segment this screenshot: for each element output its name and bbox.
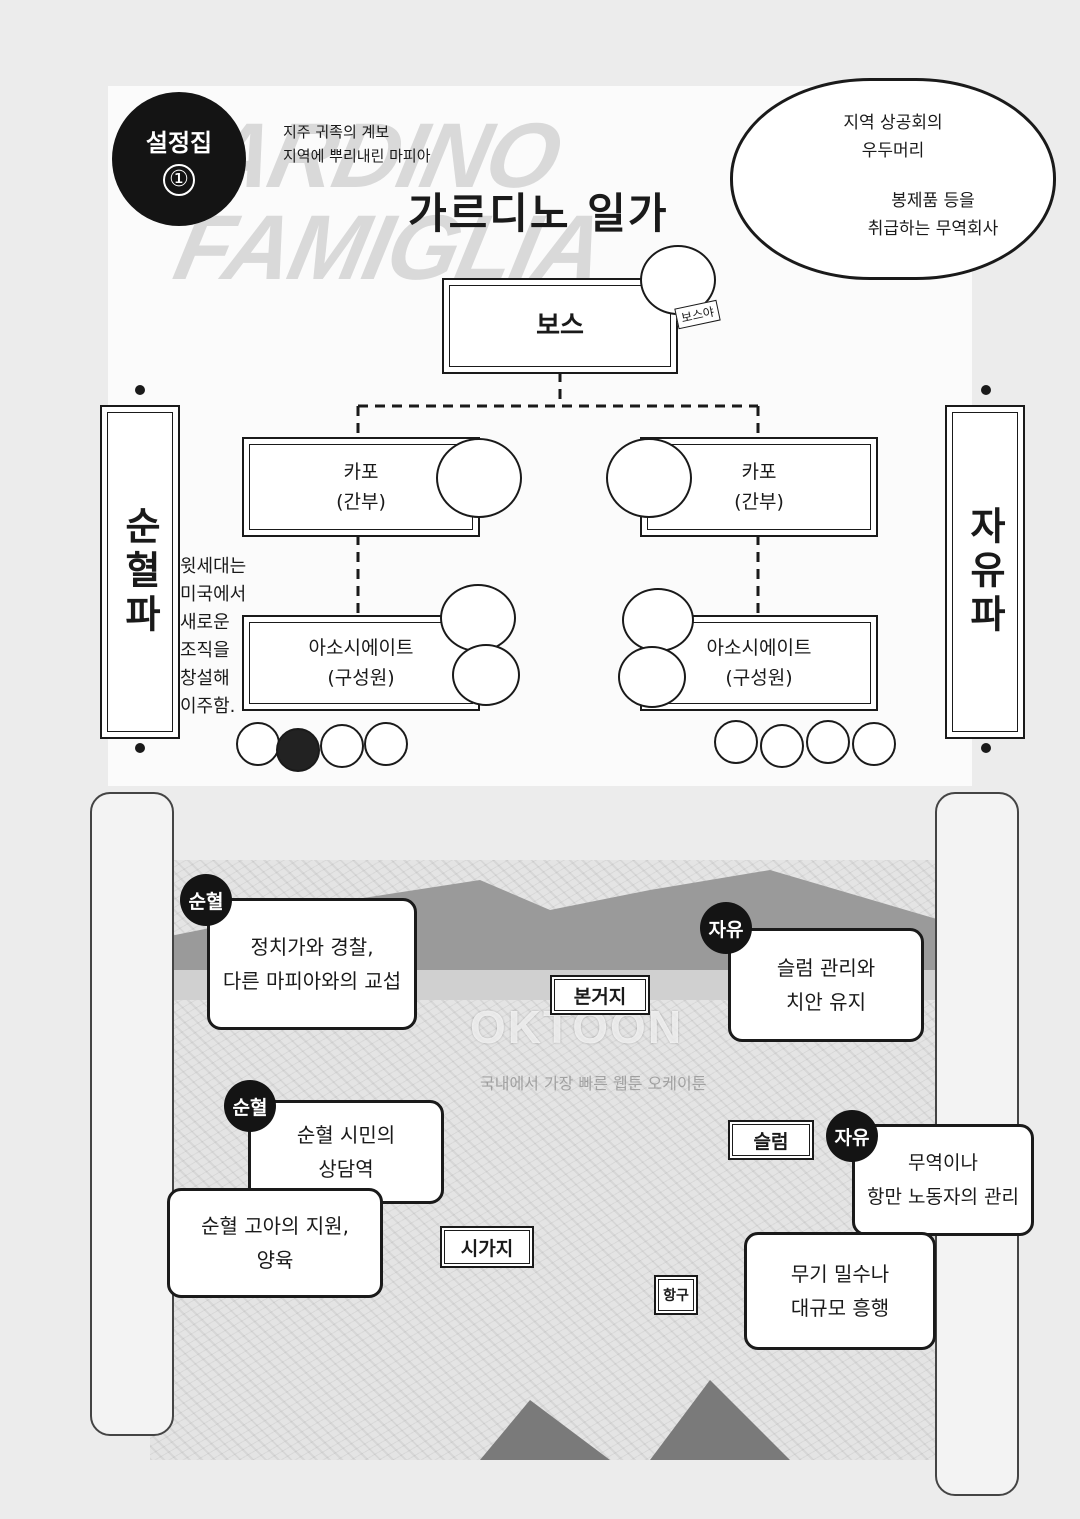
note-line: 창설해 <box>180 668 230 689</box>
place-port: 항구 <box>654 1275 698 1315</box>
boss-label: 보스 <box>536 311 584 341</box>
associate-left-title: 아소시에이트 <box>308 637 414 659</box>
bubble-slum-management: 슬럼 관리와 치안 유지 <box>728 928 924 1042</box>
capo-right-title: 카포 <box>741 461 777 483</box>
member-face-icon <box>760 724 804 768</box>
bubble-line: 항만 노동자의 관리 <box>867 1186 1019 1208</box>
member-face-icon <box>852 722 896 766</box>
boss-box: 보스 <box>442 278 678 374</box>
member-face-icon <box>806 720 850 764</box>
cloud-line2: 우두머리 <box>861 141 925 161</box>
note-line: 이주함. <box>180 696 236 717</box>
capo-left-face-icon <box>436 438 522 518</box>
associate-right-face-icon-1 <box>622 588 694 652</box>
place-slum: 슬럼 <box>728 1120 814 1160</box>
note-line: 새로운 <box>180 612 230 633</box>
note-line: 조직을 <box>180 640 230 661</box>
bubble-line: 순혈 시민의 <box>296 1123 396 1147</box>
capo-right-face-icon <box>606 438 692 518</box>
bubble-line: 슬럼 관리와 <box>776 956 876 980</box>
member-face-icon <box>364 722 408 766</box>
associate-left-face-icon-1 <box>440 584 516 652</box>
associate-left-box: 아소시에이트 (구성원) <box>242 615 480 711</box>
bubble-citizen-advisor: 순혈 시민의 상담역 <box>248 1100 444 1204</box>
tag-pureblood: 순혈 <box>180 874 232 926</box>
badge-number: ① <box>163 163 195 196</box>
scroll-left-rod <box>90 792 174 1436</box>
settings-badge: 설정집 ① <box>112 92 246 226</box>
bubble-arms-smuggling: 무기 밀수나 대규모 흥행 <box>744 1232 936 1350</box>
note-line: 윗세대는 <box>180 556 247 577</box>
note-line: 미국에서 <box>180 584 247 605</box>
cloud-line3: 봉제품 등을 <box>891 191 975 211</box>
badge-label: 설정집 <box>145 128 213 157</box>
faction-left-banner: 순혈파 <box>100 405 180 739</box>
associate-right-title: 아소시에이트 <box>706 637 812 659</box>
tag-liberal: 자유 <box>826 1110 878 1162</box>
capo-left-title: 카포 <box>343 461 379 483</box>
watermark-subtitle: 국내에서 가장 빠른 웹툰 오케이툰 <box>480 1074 707 1093</box>
associate-right-subtitle: (구성원) <box>725 667 793 689</box>
associate-left-subtitle: (구성원) <box>327 667 395 689</box>
bubble-line: 대규모 흥행 <box>790 1296 890 1320</box>
bubble-trade-management: 무역이나 항만 노동자의 관리 <box>852 1124 1034 1236</box>
place-downtown: 시가지 <box>440 1226 534 1268</box>
subtitle-line1: 지주 귀족의 계보 <box>283 123 390 141</box>
faction-right-label: 자유파 <box>962 506 1007 638</box>
org-chart-connectors <box>135 372 991 753</box>
member-face-icon <box>714 720 758 764</box>
capo-left-subtitle: (간부) <box>336 491 386 513</box>
member-face-icon <box>236 722 280 766</box>
associate-right-face-icon-2 <box>618 646 686 708</box>
bubble-line: 무역이나 <box>908 1152 978 1174</box>
place-hq: 본거지 <box>550 975 650 1015</box>
bubble-line: 치안 유지 <box>786 990 866 1014</box>
member-face-icon <box>320 724 364 768</box>
bubble-line: 다른 마피아와의 교섭 <box>222 969 402 993</box>
speech-cloud: 지역 상공회의 우두머리 봉제품 등을 취급하는 무역회사 <box>730 78 1056 280</box>
faction-right-banner: 자유파 <box>945 405 1025 739</box>
tag-liberal: 자유 <box>700 902 752 954</box>
bubble-line: 정치가와 경찰, <box>250 935 374 959</box>
capo-right-subtitle: (간부) <box>734 491 784 513</box>
member-face-icon <box>276 728 320 772</box>
bubble-line: 무기 밀수나 <box>790 1262 890 1286</box>
bubble-negotiation: 정치가와 경찰, 다른 마피아와의 교섭 <box>207 898 417 1030</box>
bubble-line: 양육 <box>256 1248 294 1272</box>
bubble-line: 상담역 <box>318 1157 374 1181</box>
cloud-line4: 취급하는 무역회사 <box>867 219 999 239</box>
tag-pureblood: 순혈 <box>224 1080 276 1132</box>
cloud-line1: 지역 상공회의 <box>843 113 943 133</box>
page-title: 가르디노 일가 <box>408 189 669 238</box>
subtitle-line2: 지역에 뿌리내린 마피아 <box>283 147 431 165</box>
faction-left-label: 순혈파 <box>117 506 162 638</box>
faction-left-note: 윗세대는 미국에서 새로운 조직을 창설해 이주함. <box>180 553 246 721</box>
bubble-line: 순혈 고아의 지원, <box>201 1214 349 1238</box>
associate-left-face-icon-2 <box>452 644 520 706</box>
bubble-orphan-support: 순혈 고아의 지원, 양육 <box>167 1188 383 1298</box>
teddy-bear-icon <box>640 245 716 315</box>
subtitle: 지주 귀족의 계보 지역에 뿌리내린 마피아 <box>283 120 431 168</box>
